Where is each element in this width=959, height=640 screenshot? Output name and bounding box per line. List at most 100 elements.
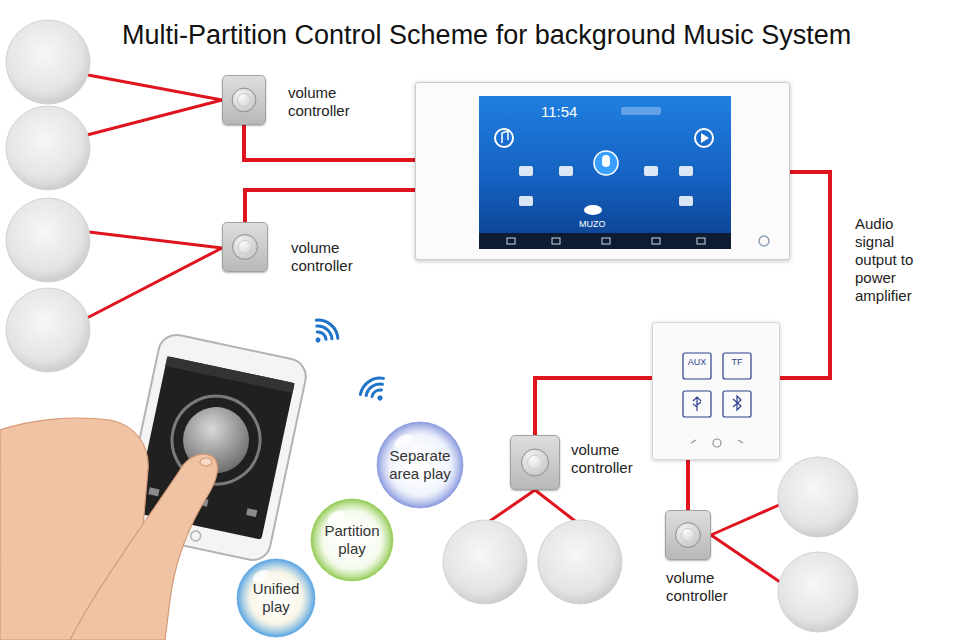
screen-clock: 11:54 [541, 103, 601, 121]
node-label: Partition play [318, 522, 386, 558]
volume-knob [233, 235, 258, 260]
app-icon [679, 196, 693, 206]
wifi-arc [317, 330, 327, 339]
ceiling-speaker [778, 457, 858, 537]
nav-icon [602, 238, 610, 244]
music-icon [495, 129, 513, 147]
component-label: volume controller [571, 441, 651, 477]
mode-bubble: Partition play [310, 498, 394, 582]
nav-icon [552, 238, 560, 244]
audio-cable [245, 190, 415, 222]
muzo-logo [584, 205, 602, 215]
volume-knob [522, 449, 549, 476]
knob-rim [681, 528, 695, 542]
fingernail [200, 458, 212, 466]
bubble-circle [237, 559, 315, 637]
usb-icon [693, 397, 701, 411]
ceiling-speaker [6, 288, 90, 372]
volume-knob [232, 88, 256, 112]
function-button [683, 353, 711, 379]
node-graphic [653, 323, 781, 461]
wifi-dot [377, 395, 384, 402]
audio-cable [244, 125, 415, 160]
ceiling-speaker [443, 520, 527, 604]
volume-controller: volume controller [222, 222, 268, 272]
speaker-wire [711, 535, 780, 582]
audio-cable [686, 460, 690, 510]
diagram-title: Multi-Partition Control Scheme for backg… [122, 20, 851, 51]
wifi-signal [357, 374, 393, 409]
speaker-wire [711, 505, 779, 535]
screen-brand: MUZO [579, 219, 619, 230]
component-label: volume controller [666, 569, 746, 605]
node-graphic [511, 436, 561, 491]
screen-nav-bar [479, 233, 731, 249]
voice-icon [594, 151, 618, 175]
pointing-finger [70, 454, 217, 640]
speaker-wire [89, 232, 222, 248]
function-button [683, 391, 711, 417]
node-graphic [223, 223, 269, 273]
ceiling-speaker [6, 106, 90, 190]
app-icon [679, 166, 693, 176]
app-icon [559, 166, 573, 176]
hands [0, 418, 217, 640]
music-note [502, 131, 508, 143]
node-graphic [416, 83, 791, 261]
knob-rim [237, 93, 250, 106]
volume-controller: volume controller [222, 75, 266, 125]
ceiling-speaker [778, 552, 858, 632]
knob-rim [528, 455, 543, 470]
app-icon [519, 166, 533, 176]
volume-mark [691, 440, 743, 443]
button-label: TF [723, 357, 751, 368]
nav-icon [697, 238, 705, 244]
volume-controller: volume controller [665, 510, 711, 560]
video-icon [695, 129, 713, 147]
power-button [713, 439, 721, 447]
component-label: volume controller [291, 239, 371, 275]
wifi-signal [306, 316, 342, 351]
status-widget [621, 107, 661, 115]
ceiling-speaker [538, 520, 622, 604]
microphone [602, 155, 610, 167]
phone-status-bar [165, 356, 294, 393]
speaker-wire [490, 490, 535, 521]
component-label: volume controller [288, 84, 368, 120]
nav-icon [507, 238, 515, 244]
audio-cable [535, 378, 652, 435]
wifi-arc [357, 374, 383, 395]
wall-music-panel: AUXTF [652, 322, 780, 460]
volume-controller: volume controller [510, 435, 560, 490]
mode-bubble: Separate area play [376, 421, 464, 509]
wifi-arc [371, 388, 382, 396]
speaker-wire [87, 100, 222, 135]
function-button [723, 353, 751, 379]
knob-rim [238, 240, 252, 254]
touch-panel-host: 11:54MUZO [415, 82, 790, 260]
node-label: Unified play [244, 580, 308, 616]
signal-label: Audio signal output to power amplifier [855, 215, 927, 305]
home-button [190, 530, 202, 542]
bluetooth-icon [733, 396, 741, 410]
ceiling-speaker [6, 198, 90, 282]
volume-knob [676, 523, 701, 548]
power-button [759, 236, 769, 246]
function-button [723, 391, 751, 417]
node-graphic [666, 511, 712, 561]
speaker-wire [87, 248, 222, 318]
speaker-wire [535, 490, 575, 521]
node-label: Separate area play [384, 447, 456, 483]
node-graphic [223, 76, 267, 126]
app-icon [644, 166, 658, 176]
nav-icon [652, 238, 660, 244]
ceiling-speaker [6, 20, 90, 104]
play-triangle [701, 133, 709, 143]
player-control [148, 487, 159, 496]
bubble-circle [377, 422, 463, 508]
bubble-circle [311, 499, 393, 581]
touch-screen [479, 96, 731, 249]
player-control [246, 508, 257, 517]
mode-bubble: Unified play [236, 558, 316, 638]
